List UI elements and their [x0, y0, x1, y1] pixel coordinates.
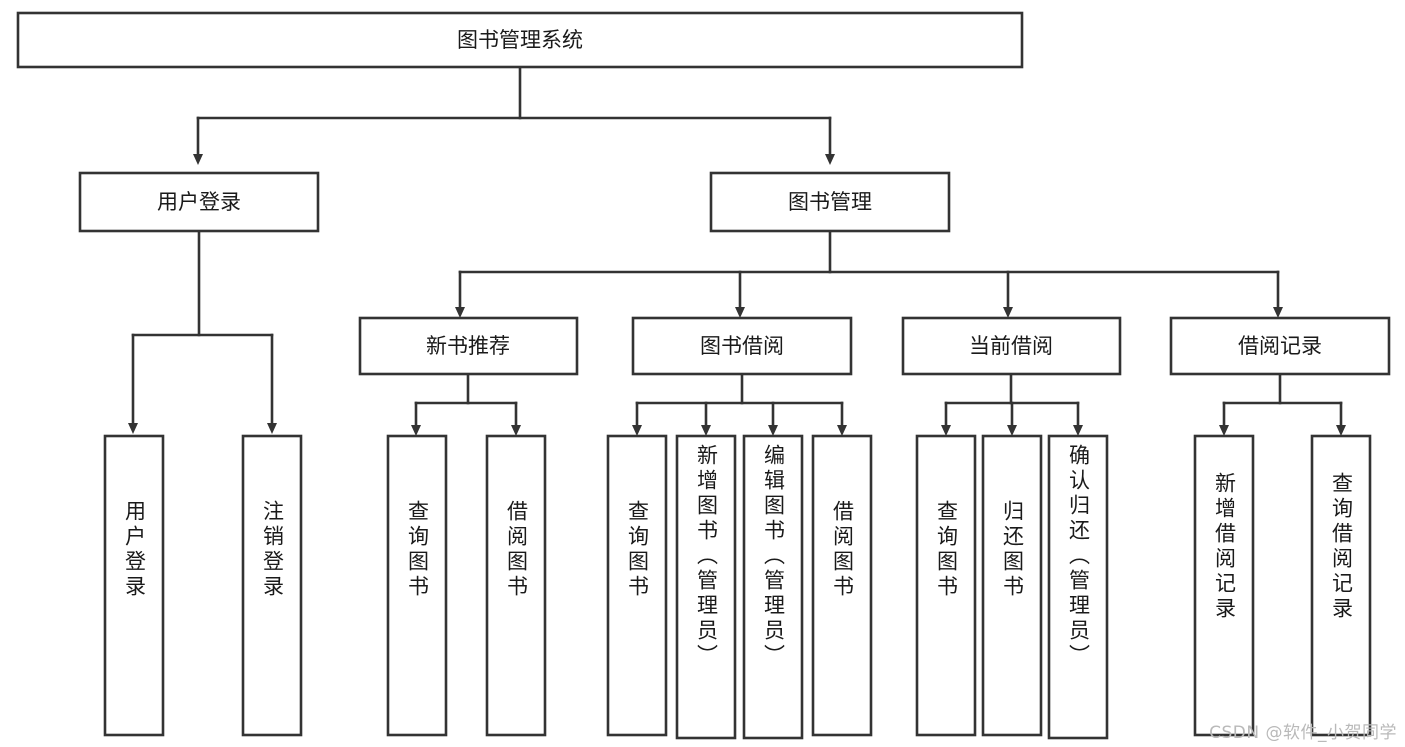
connectors-book-manage-to-level3 [455, 229, 1283, 318]
node-current-borrow-box[interactable] [901, 316, 1122, 376]
node-book-manage[interactable]: 图书管理 [709, 171, 951, 233]
leaf-box-current-borrow-3[interactable] [1047, 434, 1109, 740]
node-book-borrow[interactable]: 图书借阅 [631, 316, 853, 376]
leaf-boxes-new-book-recommend [386, 434, 547, 737]
node-book-borrow-box[interactable] [631, 316, 853, 376]
node-user-login-label: 用户登录 [157, 190, 241, 214]
leaf-box-borrow-record-2[interactable] [1310, 434, 1372, 737]
node-new-book-recommend[interactable]: 新书推荐 [358, 316, 579, 376]
leaf-box-current-borrow-2[interactable] [981, 434, 1043, 737]
node-root-box[interactable] [16, 11, 1024, 69]
connectors-record-to-leaves [1219, 372, 1346, 436]
leaf-box-book-borrow-3[interactable] [742, 434, 804, 740]
connectors-borrow-to-leaves [632, 372, 847, 436]
leaf-boxes-borrow-record [1193, 434, 1372, 737]
node-book-manage-box[interactable] [709, 171, 951, 233]
leaf-boxes-user-login [103, 434, 303, 737]
connectors-user-login-to-leaves [128, 229, 277, 434]
leaf-boxes-current-borrow [915, 434, 1109, 740]
node-borrow-record-box[interactable] [1169, 316, 1391, 376]
leaf-box-book-borrow-2[interactable] [675, 434, 737, 740]
node-root-label: 图书管理系统 [457, 28, 583, 52]
leaf-box-new-book-2[interactable] [485, 434, 547, 737]
node-current-borrow-label: 当前借阅 [969, 334, 1053, 358]
connectors-root-to-level2 [193, 65, 835, 165]
connectors-current-to-leaves [941, 372, 1083, 436]
node-current-borrow[interactable]: 当前借阅 [901, 316, 1122, 376]
node-user-login[interactable]: 用户登录 [78, 171, 320, 233]
csdn-watermark: CSDN @软件_小贺同学 [1209, 723, 1397, 743]
connectors-new-book-to-leaves [411, 372, 521, 436]
node-borrow-record-label: 借阅记录 [1238, 334, 1322, 358]
leaf-box-borrow-record-1[interactable] [1193, 434, 1255, 737]
node-root[interactable]: 图书管理系统 [16, 11, 1024, 69]
leaf-box-user-login-2[interactable] [241, 434, 303, 737]
node-new-book-recommend-box[interactable] [358, 316, 579, 376]
leaf-box-new-book-1[interactable] [386, 434, 448, 737]
leaf-box-user-login-1[interactable] [103, 434, 165, 737]
node-user-login-box[interactable] [78, 171, 320, 233]
node-book-borrow-label: 图书借阅 [700, 334, 784, 358]
leaf-box-current-borrow-1[interactable] [915, 434, 977, 737]
node-borrow-record[interactable]: 借阅记录 [1169, 316, 1391, 376]
leaf-box-book-borrow-4[interactable] [811, 434, 873, 737]
node-new-book-recommend-label: 新书推荐 [426, 334, 510, 358]
leaf-boxes-book-borrow [606, 434, 873, 740]
leaf-box-book-borrow-1[interactable] [606, 434, 668, 737]
node-book-manage-label: 图书管理 [788, 190, 872, 214]
